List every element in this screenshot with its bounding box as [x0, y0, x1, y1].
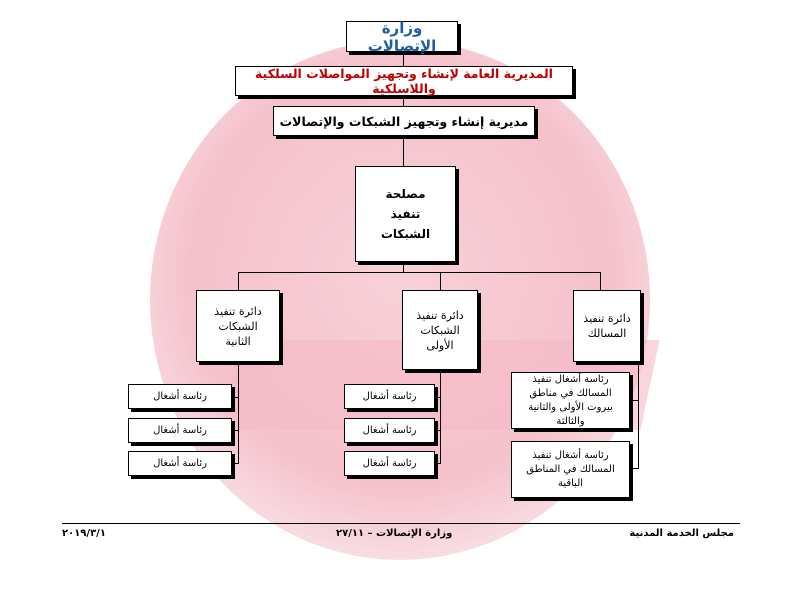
connector	[638, 362, 639, 468]
department-networks-second: دائرة تنفيذ الشبكات الثانية	[196, 290, 280, 362]
works-section: رئاسة أشغال	[128, 451, 232, 476]
directorate-general-box: المديرية العامة لإنشاء وتجهيز المواصلات …	[235, 66, 573, 96]
works-section-routes-other: رئاسة أشغال تنفيذ المسالك في المناطق الب…	[511, 441, 630, 498]
connector	[232, 397, 239, 398]
works-section: رئاسة أشغال	[344, 451, 435, 476]
connector	[440, 272, 441, 290]
connector	[403, 262, 404, 272]
connector	[600, 272, 601, 290]
connector	[403, 52, 404, 66]
connector	[630, 468, 639, 469]
department-routes: دائرة تنفيذ المسالك	[573, 290, 641, 362]
connector	[435, 463, 441, 464]
connector	[403, 96, 404, 106]
department-networks-first: دائرة تنفيذ الشبكات الأولى	[402, 290, 478, 370]
directorate-box: مديرية إنشاء وتجهيز الشبكات والإتصالات	[273, 106, 535, 136]
connector	[232, 463, 239, 464]
connector	[435, 397, 441, 398]
connector	[440, 370, 441, 463]
footer-ministry-page: وزارة الإتصالات – ٢٧/١١	[336, 528, 453, 539]
connector	[403, 136, 404, 166]
works-section-routes-beirut: رئاسة أشغال تنفيذ المسالك في مناطق بيروت…	[511, 372, 630, 429]
works-section: رئاسة أشغال	[128, 418, 232, 443]
connector	[630, 400, 639, 401]
ministry-box: وزارة الإتصالات	[346, 19, 458, 55]
works-section: رئاسة أشغال	[344, 384, 435, 409]
works-section: رئاسة أشغال	[128, 384, 232, 409]
footer-date: ٢٠١٩/٣/١	[62, 528, 106, 539]
service-box: مصلحة تنفيذ الشبكات	[355, 166, 456, 262]
connector	[238, 272, 239, 290]
connector	[238, 362, 239, 463]
connector	[232, 430, 239, 431]
works-section: رئاسة أشغال	[344, 418, 435, 443]
connector	[435, 430, 441, 431]
footer-divider	[62, 523, 740, 524]
footer-council: مجلس الخدمة المدنية	[629, 528, 734, 539]
connector	[238, 272, 600, 273]
